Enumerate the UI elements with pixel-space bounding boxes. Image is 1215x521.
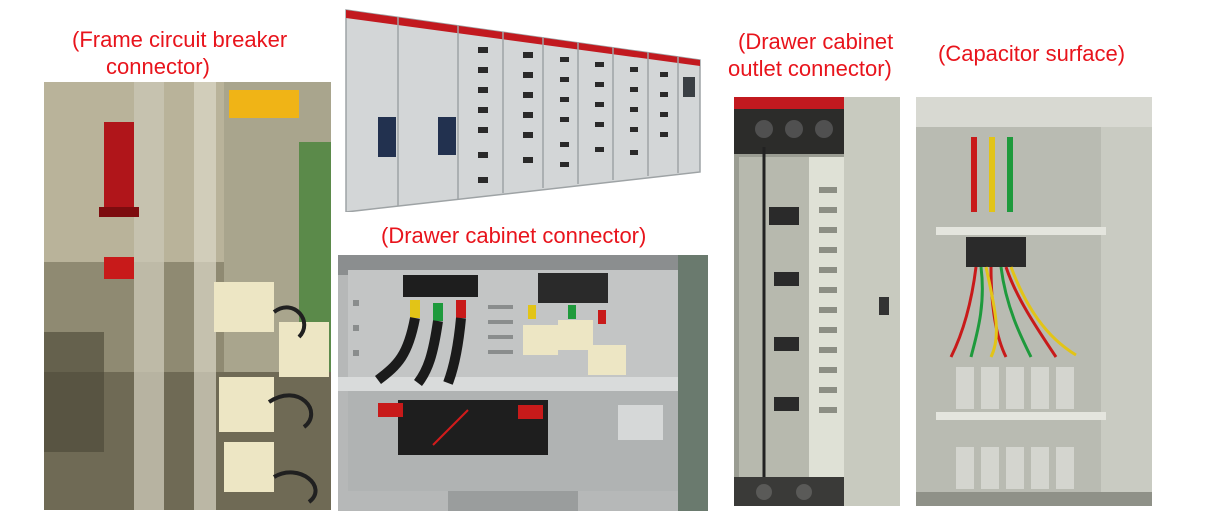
- drawer-connector-photo: [338, 255, 708, 511]
- drawer-outlet-photo: [734, 97, 900, 506]
- caption-drawer-connector: (Drawer cabinet connector): [381, 223, 647, 248]
- switchgear-lineup-photo: [338, 2, 716, 212]
- caption-capacitor: (Capacitor surface): [938, 41, 1126, 66]
- caption-line-1: (Drawer cabinet: [738, 29, 894, 54]
- capacitor-photo: [916, 97, 1152, 506]
- caption-drawer-outlet: (Drawer cabinet outlet connector): [728, 28, 893, 82]
- caption-line-1: (Frame circuit breaker: [72, 27, 288, 52]
- frame-breaker-photo: [44, 82, 331, 510]
- caption-line-2: connector): [106, 54, 210, 79]
- caption-frame-breaker: (Frame circuit breaker connector): [72, 26, 287, 80]
- caption-line-2: outlet connector): [728, 56, 892, 81]
